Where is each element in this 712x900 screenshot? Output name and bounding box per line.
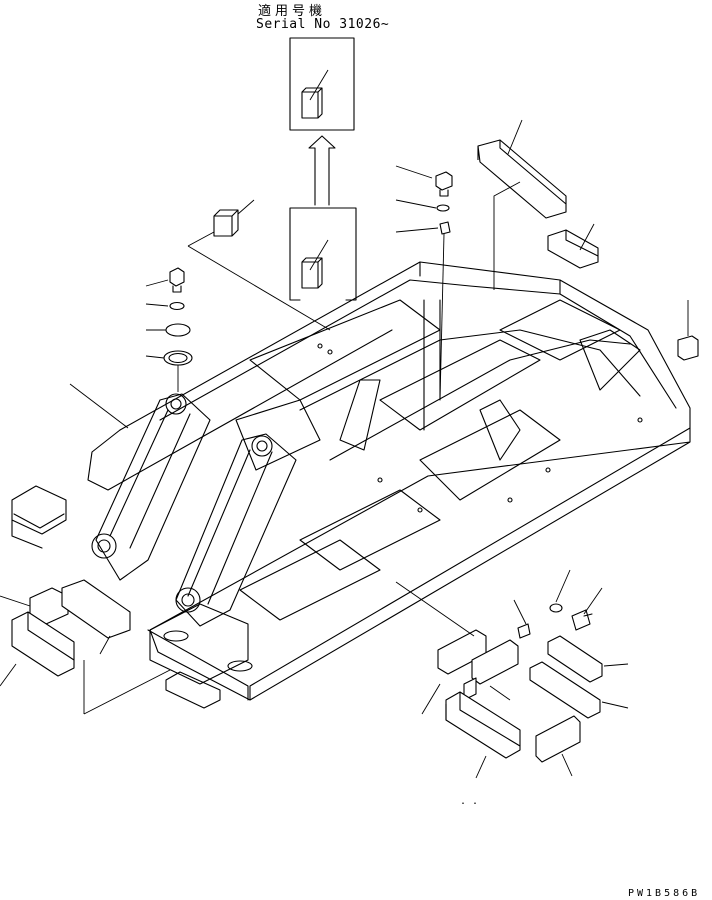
bolt-stack-left xyxy=(69,267,193,429)
serial-number-label: Serial No 31026~ xyxy=(256,17,390,32)
cover-plates-lower-right xyxy=(395,569,629,779)
block-part-upper-left xyxy=(187,199,331,331)
long-plate-upper-right xyxy=(477,119,567,290)
drawing-reference-code: PW1B586B xyxy=(628,888,701,899)
up-arrow xyxy=(308,135,336,206)
cover-plates-lower-left xyxy=(0,579,171,715)
detail-box-new-part xyxy=(289,37,355,131)
applicability-label: 適用号機 xyxy=(258,4,327,19)
bolt-stack-center xyxy=(395,165,453,401)
detail-box-old-part xyxy=(289,207,357,301)
footnote-mark: . . xyxy=(460,796,479,807)
block-part-far-right xyxy=(677,300,699,361)
spacer-block-right xyxy=(547,223,599,269)
revolving-frame xyxy=(11,261,691,709)
